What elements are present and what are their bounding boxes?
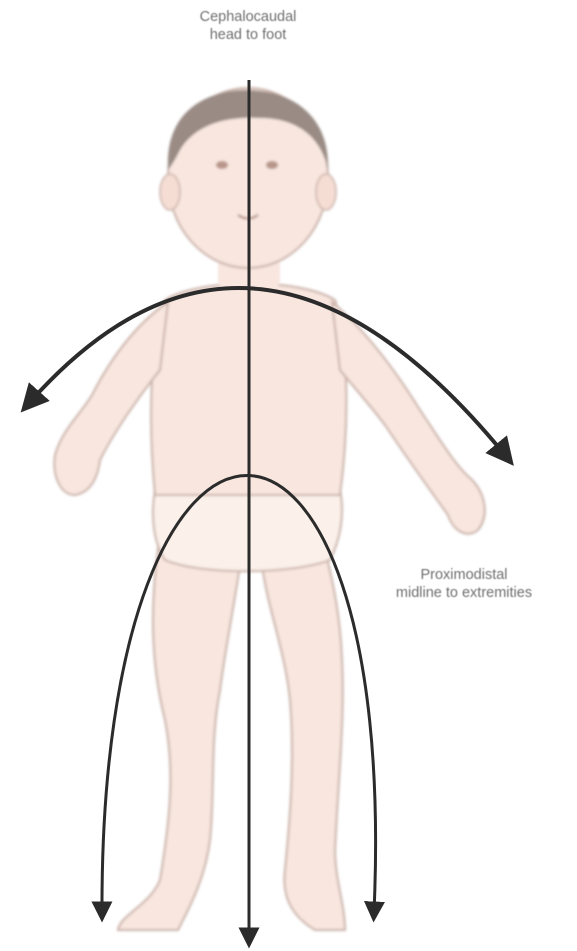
left-ear — [160, 174, 180, 210]
cephalocaudal-label-line1: Cephalocaudal — [148, 8, 348, 26]
left-eye — [216, 161, 228, 169]
cephalocaudal-label: Cephalocaudal head to foot — [148, 8, 348, 44]
right-ear — [316, 174, 336, 210]
cephalocaudal-label-line2: head to foot — [148, 26, 348, 44]
proximodistal-label-line1: Proximodistal — [344, 566, 577, 584]
left-leg — [118, 535, 240, 930]
proximodistal-label-line2: midline to extremities — [344, 584, 577, 602]
right-leg — [262, 535, 345, 930]
infant-illustration — [54, 88, 484, 930]
right-arm — [332, 302, 485, 534]
right-eye — [266, 161, 278, 169]
proximodistal-label: Proximodistal midline to extremities — [344, 566, 577, 602]
